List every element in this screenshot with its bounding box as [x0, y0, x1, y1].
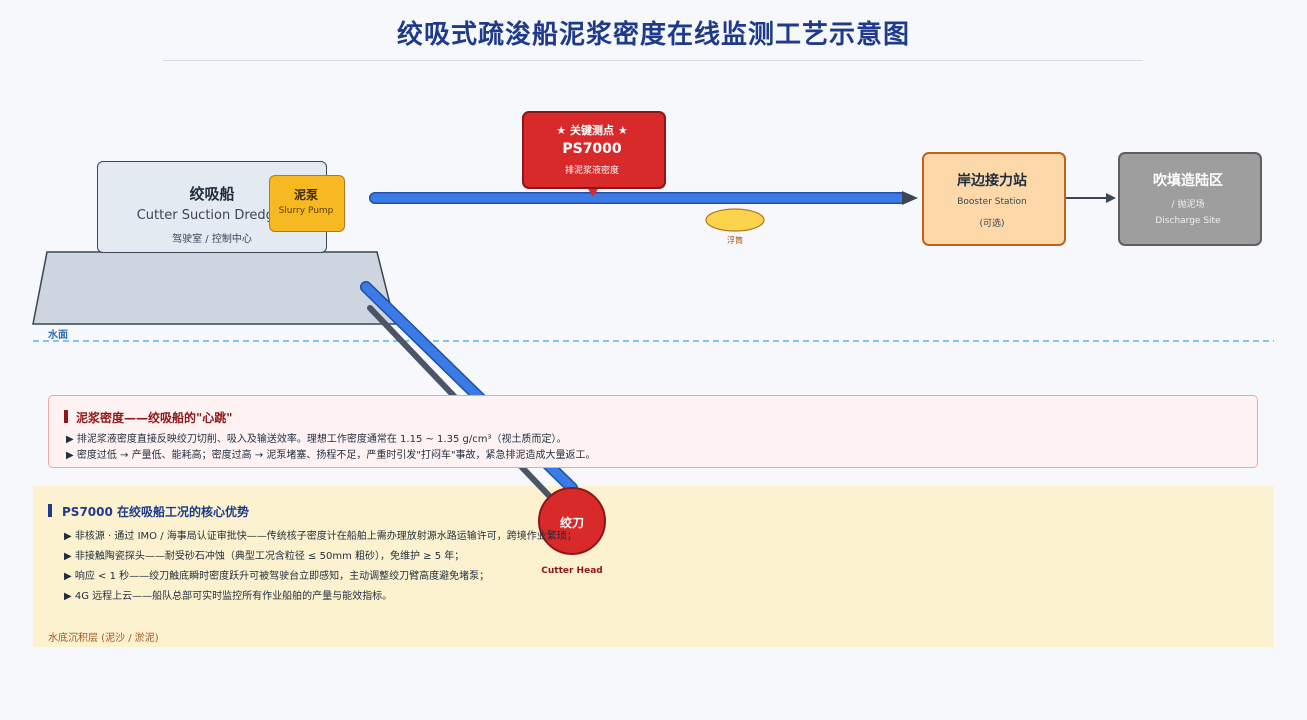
booster-optional: (可选)	[979, 219, 1005, 229]
cutter-head	[538, 487, 606, 555]
sediment-label: 水底沉积层 (泥沙 / 淤泥)	[48, 633, 159, 644]
booster-station	[922, 152, 1066, 246]
discharge-sub: / 抛泥场	[1171, 200, 1205, 210]
heartbeat-marker	[64, 410, 68, 423]
dredger-subtitle: Cutter Suction Dredger	[136, 208, 288, 223]
key-measurement-callout	[522, 111, 666, 189]
sediment-zone	[33, 486, 1274, 647]
advantages-title: PS7000 在绞吸船工况的核心优势	[62, 505, 250, 519]
cutter-label-cn: 绞刀	[559, 516, 584, 530]
heartbeat-info-box	[48, 395, 1258, 468]
callout-desc: 排泥浆液密度	[564, 166, 619, 176]
page-title: 绞吸式疏浚船泥浆密度在线监测工艺示意图	[396, 20, 910, 50]
booster-label-cn: 岸边接力站	[957, 173, 1027, 189]
discharge-label-cn: 吹填造陆区	[1153, 173, 1223, 189]
dredger-note: 驾驶室 / 控制中心	[172, 234, 252, 245]
cutter-label-en: Cutter Head	[541, 566, 603, 576]
float-label: 浮筒	[727, 236, 743, 245]
heartbeat-line-2: ▶ 密度过低 → 产量低、能耗高；密度过高 → 泥泵堵塞、扬程不足，严重时引发"…	[66, 450, 596, 461]
discharge-label-en: Discharge Site	[1155, 216, 1221, 226]
dredger-title: 绞吸船	[189, 185, 235, 203]
callout-model: PS7000	[562, 141, 622, 157]
pump-label-en: Slurry Pump	[278, 206, 334, 216]
slurry-pump	[269, 175, 345, 232]
advantage-item: ▶ 4G 远程上云——船队总部可实时监控所有作业船舶的产量与能效指标。	[64, 591, 393, 602]
water-surface-label: 水面	[48, 330, 68, 341]
float-buoy	[705, 208, 765, 232]
pump-label-cn: 泥泵	[293, 188, 318, 202]
discharge-site	[1118, 152, 1262, 246]
heartbeat-line-1: ▶ 排泥浆液密度直接反映绞刀切削、吸入及输送效率。理想工作密度通常在 1.15 …	[66, 434, 567, 445]
pipeline-arrowhead	[902, 191, 918, 205]
advantage-item: ▶ 非核源 · 通过 IMO / 海事局认证审批快——传统核子密度计在船舶上需办…	[64, 531, 577, 542]
heartbeat-title: 泥浆密度——绞吸船的"心跳"	[76, 411, 233, 425]
title-divider	[163, 60, 1143, 61]
booster-label-en: Booster Station	[957, 197, 1027, 207]
dredger-hull	[32, 251, 396, 325]
advantage-item: ▶ 响应 < 1 秒——绞刀触底瞬时密度跃升可被驾驶台立即感知，主动调整绞刀臂高…	[64, 571, 490, 582]
advantages-marker	[48, 504, 52, 517]
advantage-item: ▶ 非接触陶瓷探头——耐受砂石冲蚀（典型工况含粒径 ≤ 50mm 粗砂），免维护…	[64, 551, 465, 562]
callout-star-label: ★ 关键测点 ★	[556, 124, 628, 137]
